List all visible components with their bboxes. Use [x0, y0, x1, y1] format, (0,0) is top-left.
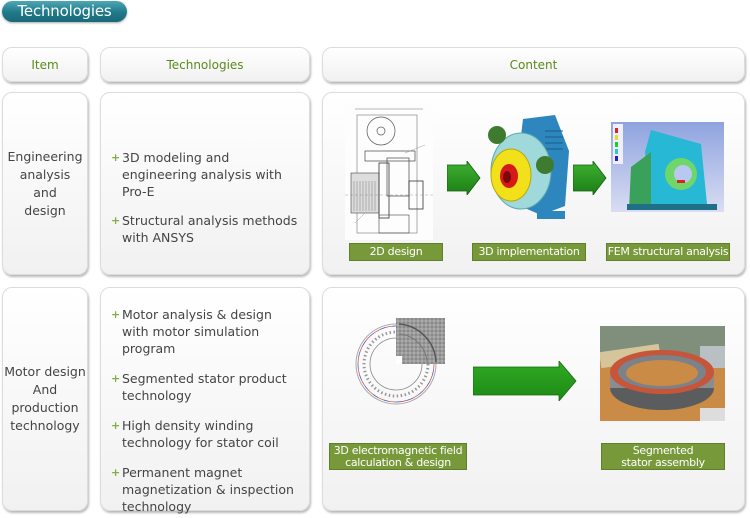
header-content: Content	[322, 47, 745, 82]
caption-fem-structural-analysis: FEM structural analysis	[606, 243, 730, 261]
technology-item: + Motor analysis & design with motor sim…	[111, 307, 272, 356]
plus-bullet-icon: +	[111, 466, 121, 479]
row-2-technologies: + Motor analysis & design with motor sim…	[100, 287, 310, 514]
caption-electromagnetic-field: 3D electromagnetic field calculation & d…	[329, 443, 467, 470]
header-technologies-label: Technologies	[166, 57, 244, 72]
header-item-label: Item	[31, 57, 59, 72]
row-1-content: 2D design 3D implementation FEM structur…	[322, 92, 745, 275]
header-content-label: Content	[509, 57, 558, 72]
plus-bullet-icon: +	[111, 214, 121, 227]
plus-bullet-icon: +	[111, 372, 121, 385]
row-2-item: Motor design And production technology	[2, 287, 88, 511]
technology-item: + Structural analysis methods with ANSYS	[111, 213, 298, 245]
plus-bullet-icon: +	[111, 151, 121, 164]
electromagnetic-field-image	[355, 318, 445, 405]
row-2-item-line: production	[11, 400, 79, 415]
header-item: Item	[2, 47, 88, 82]
arrow-right-long-icon	[473, 361, 577, 401]
row-1-item-line: design	[24, 202, 66, 218]
arrow-right-icon	[573, 161, 607, 195]
segmented-stator-image	[600, 326, 725, 421]
row-2-item-line: technology	[10, 418, 80, 433]
header-technologies: Technologies	[100, 47, 310, 82]
caption-segmented-stator: Segmented stator assembly	[601, 443, 725, 470]
3d-implementation-image	[488, 115, 569, 219]
technology-item: + Segmented stator product technology	[111, 371, 287, 403]
row-2-item-line: And	[32, 382, 58, 397]
technology-item: + 3D modeling and engineering analysis w…	[111, 150, 282, 199]
caption-2d-design: 2D design	[349, 243, 443, 261]
page-title: Technologies	[2, 1, 127, 22]
arrow-right-icon	[447, 161, 481, 195]
technology-item: + High density winding technology for st…	[111, 418, 279, 450]
fem-structural-analysis-image	[611, 122, 724, 212]
2d-design-image	[345, 103, 433, 240]
plus-bullet-icon: +	[111, 419, 121, 432]
row-1-item-line: Engineering	[7, 148, 83, 164]
caption-3d-implementation: 3D implementation	[472, 243, 586, 261]
row-1-item-line: and	[33, 184, 57, 200]
technology-item: + Permanent magnet magnetization & inspe…	[111, 465, 294, 514]
row-2-content: 3D electromagnetic field calculation & d…	[322, 287, 745, 511]
row-1-item-line: analysis	[19, 166, 71, 182]
row-2-item-line: Motor design	[4, 364, 86, 379]
row-1-technologies: + 3D modeling and engineering analysis w…	[100, 92, 310, 275]
row-1-item: Engineering analysis and design	[2, 92, 88, 275]
plus-bullet-icon: +	[111, 308, 121, 321]
